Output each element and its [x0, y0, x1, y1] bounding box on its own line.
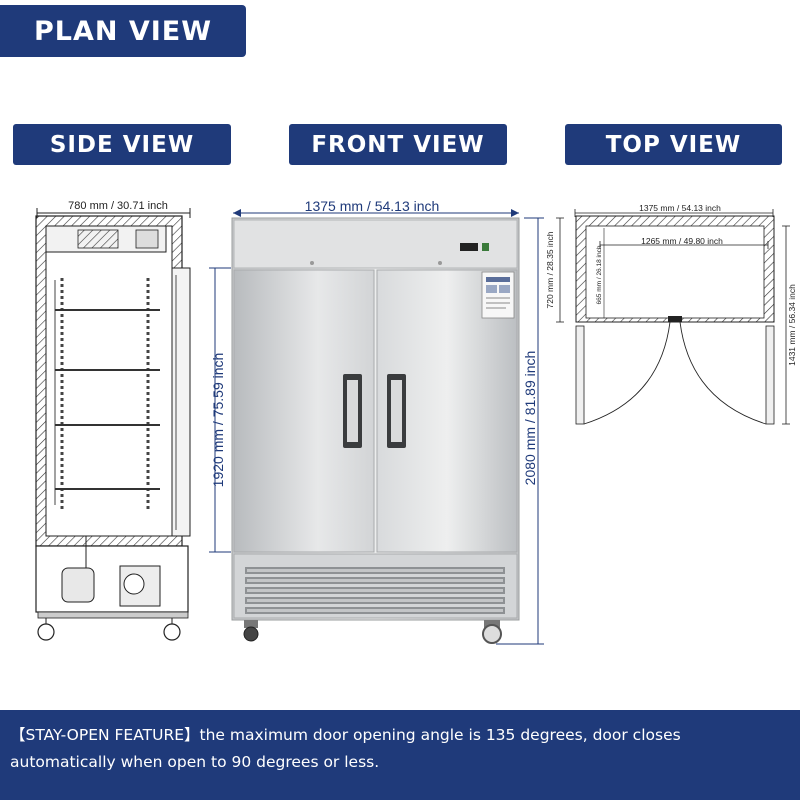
top-right-door-open	[765, 325, 775, 425]
front-caster-left-mount	[244, 620, 258, 628]
top-view-banner: TOP VIEW	[565, 124, 782, 165]
top-cabinet-interior	[585, 225, 765, 319]
right-door-swing-arc	[679, 321, 767, 425]
top-inner-width-label: 1265 mm / 49.80 inch	[641, 236, 723, 246]
front-width-label: 1375 mm / 54.13 inch	[305, 198, 440, 214]
front-caster-right	[482, 624, 502, 644]
evaporator-coil	[77, 229, 119, 249]
plan-view-banner: PLAN VIEW	[0, 5, 246, 57]
front-total-height-label: 2080 mm / 81.89 inch	[522, 351, 538, 486]
stay-open-feature-note: 【STAY-OPEN FEATURE】the maximum door open…	[0, 710, 800, 800]
top-view-drawing: 1375 mm / 54.13 inch 1265 mm / 49.80 inc…	[545, 203, 797, 425]
front-view-banner: FRONT VIEW	[289, 124, 507, 165]
power-switch	[482, 243, 489, 251]
temperature-display	[460, 243, 478, 251]
door-center-gasket	[668, 316, 682, 322]
side-view-banner: SIDE VIEW	[13, 124, 231, 165]
side-depth-label: 780 mm / 30.71 inch	[68, 200, 168, 212]
left-door-swing-arc	[583, 321, 671, 425]
top-open-depth-label: 1431 mm / 56.34 inch	[787, 284, 797, 366]
side-caster-right	[163, 623, 181, 641]
evaporator-fan	[135, 229, 159, 249]
side-caster-left	[37, 623, 55, 641]
left-door	[233, 269, 375, 553]
top-inner-depth-label: 665 mm / 26.18 inch	[596, 245, 603, 304]
plan-drawings: 780 mm / 30.71 inch	[35, 198, 797, 645]
side-cabinet-interior	[45, 225, 173, 537]
front-view-drawing: 1375 mm / 54.13 inch 1920 mm / 75.59 inc…	[209, 198, 544, 645]
front-door-height-label: 1920 mm / 75.59 inch	[210, 353, 226, 488]
side-door-profile	[171, 267, 191, 537]
compressor	[61, 567, 95, 603]
top-left-door-open	[575, 325, 585, 425]
grille-slats	[245, 567, 505, 614]
side-view-drawing: 780 mm / 30.71 inch	[35, 200, 191, 641]
top-outer-depth-label: 720 mm / 28.35 inch	[545, 231, 555, 308]
side-machine-compartment	[35, 545, 189, 613]
front-caster-left	[243, 626, 259, 642]
top-outer-width-label: 1375 mm / 54.13 inch	[639, 203, 721, 213]
